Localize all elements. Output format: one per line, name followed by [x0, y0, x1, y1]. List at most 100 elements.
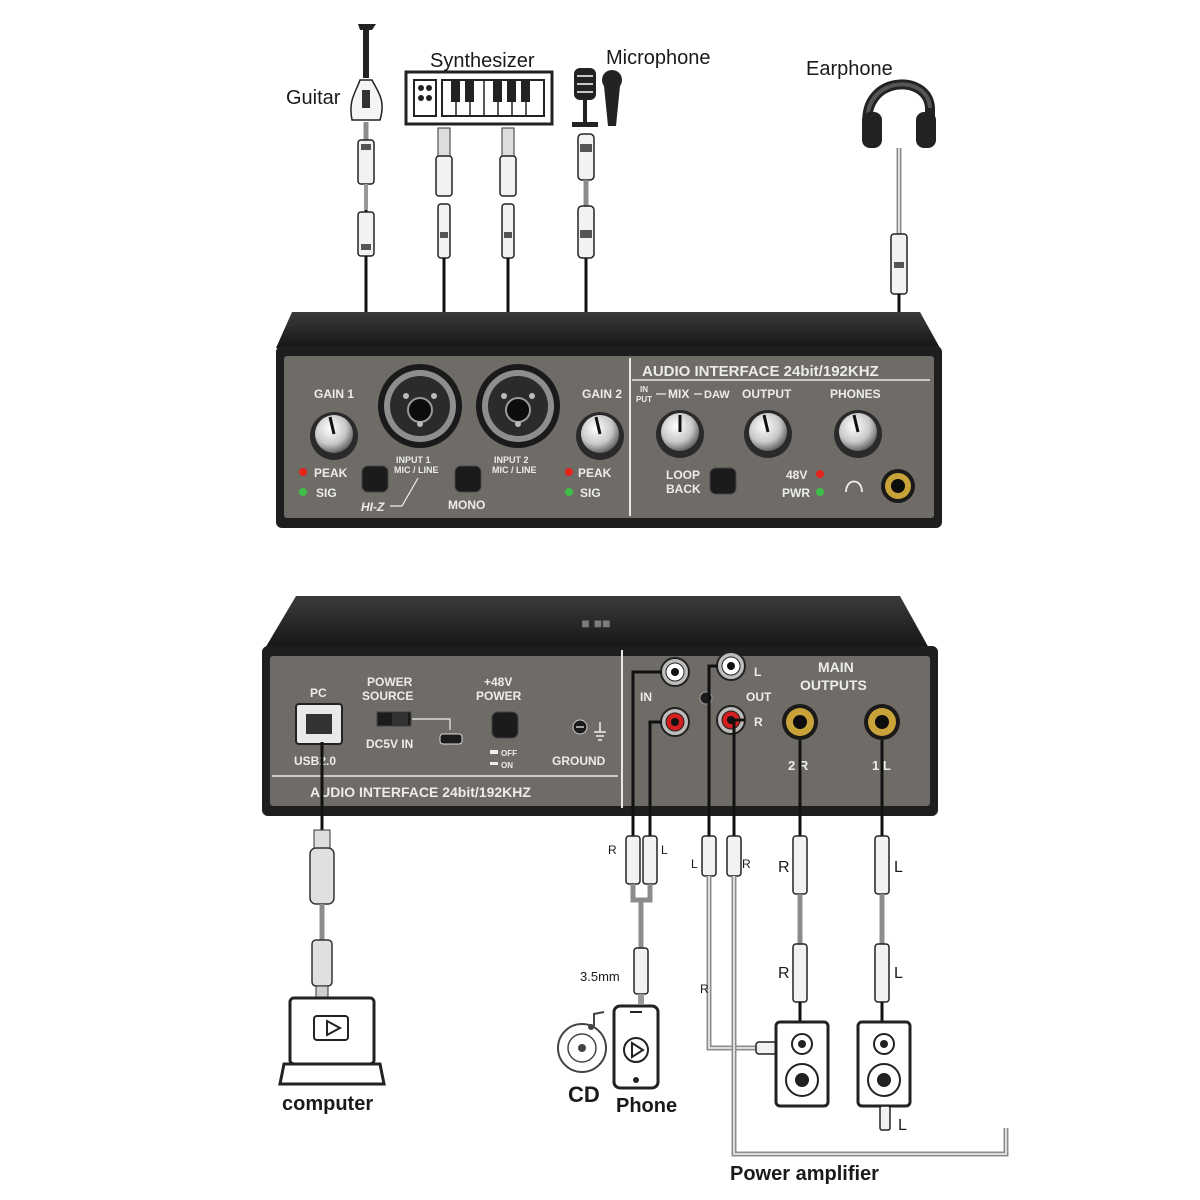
rca-out-l-tag: L [691, 857, 698, 871]
p48-label-a: +48V [484, 675, 512, 689]
speaker-right-icon [774, 1020, 830, 1108]
phone-icon [612, 1004, 660, 1090]
gain2-knob[interactable] [576, 412, 624, 460]
front-title: AUDIO INTERFACE 24bit/192KHZ [642, 363, 879, 380]
on-label: ON [501, 761, 513, 770]
off-indicator-icon [490, 750, 498, 754]
main-outputs-label-a: MAIN [818, 659, 854, 675]
usb-b-port[interactable] [295, 703, 343, 745]
rca-in-r-tag: R [608, 843, 617, 857]
ground-label: GROUND [552, 754, 606, 768]
rca-output-cable [701, 664, 1009, 1157]
microphone-icon [572, 68, 622, 127]
back-label: BACK [666, 482, 701, 496]
v48-led [816, 470, 824, 478]
synthesizer-label: Synthesizer [430, 50, 535, 72]
input2-combo-jack[interactable] [476, 364, 560, 448]
phones-label: PHONES [830, 387, 881, 401]
cd-icon [557, 1011, 607, 1073]
out-r-label: R [754, 715, 763, 729]
phone-label: Phone [616, 1095, 677, 1117]
p48-label-b: POWER [476, 689, 522, 703]
rca-in-l-jack[interactable] [660, 657, 690, 687]
cd-label: CD [568, 1082, 600, 1107]
main-out-r-cable [792, 740, 808, 1022]
on-indicator-icon [490, 762, 498, 765]
main-output-1l-jack[interactable] [864, 704, 900, 740]
guitar-label: Guitar [286, 87, 341, 109]
out2r-label: 2 R [788, 758, 809, 773]
peak-label-2: PEAK [578, 466, 612, 480]
pc-label: PC [310, 686, 327, 700]
main-l-tag-1: L [894, 859, 903, 876]
guitar-icon [350, 24, 383, 121]
out-l-label: L [754, 665, 761, 679]
mm35-tag: 3.5mm [580, 969, 620, 984]
hiz-button[interactable] [361, 465, 389, 493]
dc5v-label: DC5V IN [366, 737, 413, 751]
mono-label: MONO [448, 498, 485, 512]
rca-out-r-tag-2: R [700, 982, 709, 996]
main-out-l-cable [874, 740, 890, 1022]
power-source-label-a: POWER [367, 675, 413, 689]
sig-label-2: SIG [580, 486, 601, 500]
input1-label-a: INPUT 1 [396, 455, 431, 465]
in-put-label-a: IN [640, 385, 648, 394]
input1-combo-jack[interactable] [378, 364, 462, 448]
in-label: IN [640, 690, 652, 704]
micro-usb-port[interactable] [439, 733, 463, 745]
rca-out-r-tag: R [742, 857, 751, 871]
earphone-label: Earphone [806, 58, 893, 80]
phantom-power-button[interactable] [491, 711, 519, 739]
computer-label: computer [282, 1093, 373, 1115]
peak-led-1 [299, 468, 307, 476]
headphones-icon [862, 79, 936, 148]
usb-cable [309, 742, 335, 1001]
speaker-l-tag: L [898, 1117, 907, 1134]
gain1-label: GAIN 1 [314, 387, 354, 401]
rca-in-l-tag: L [661, 843, 668, 857]
mono-button[interactable] [454, 465, 482, 493]
headphone-glyph-icon [845, 480, 863, 493]
microphone-label: Microphone [606, 47, 711, 69]
sig-led-2 [565, 488, 573, 496]
v48-label: 48V [786, 468, 807, 482]
front-panel: AUDIO INTERFACE 24bit/192KHZ GAIN 1 PEAK… [276, 312, 942, 528]
pwr-label: PWR [782, 486, 810, 500]
loopback-button[interactable] [709, 467, 737, 495]
mix-label: MIX [668, 387, 689, 401]
out-label: OUT [746, 690, 772, 704]
main-outputs-label-b: OUTPUTS [800, 677, 867, 693]
main-l-tag-2: L [894, 965, 903, 982]
ground-screw[interactable] [572, 719, 588, 735]
pwr-led [816, 488, 824, 496]
input2-label-a: INPUT 2 [494, 455, 529, 465]
phones-jack[interactable] [881, 469, 915, 503]
synth-cable-right [499, 127, 520, 400]
input2-label-b: MIC / LINE [492, 465, 537, 475]
output-knob[interactable] [744, 410, 792, 458]
usb-label: USB2.0 [294, 754, 336, 768]
output-label: OUTPUT [742, 387, 792, 401]
gain2-label: GAIN 2 [582, 387, 622, 401]
speaker-left-plug [879, 1105, 891, 1131]
rca-input-cable [625, 670, 662, 1004]
logo-mark: ■ ■■ [581, 615, 610, 631]
off-label: OFF [501, 749, 517, 758]
rca-in-r-jack[interactable] [660, 707, 690, 737]
power-source-label-b: SOURCE [362, 689, 413, 703]
phones-knob[interactable] [834, 410, 882, 458]
rca-out-l-jack[interactable] [716, 651, 746, 681]
gain1-knob[interactable] [310, 412, 358, 460]
laptop-icon [278, 996, 386, 1086]
main-output-2r-jack[interactable] [782, 704, 818, 740]
mix-knob[interactable] [656, 410, 704, 458]
input1-label-b: MIC / LINE [394, 465, 439, 475]
power-amplifier-label: Power amplifier [730, 1163, 879, 1185]
speaker-left-icon [856, 1020, 912, 1108]
sig-led-1 [299, 488, 307, 496]
power-source-switch[interactable] [376, 711, 412, 727]
peak-led-2 [565, 468, 573, 476]
daw-label: DAW [704, 389, 730, 401]
rear-title: AUDIO INTERFACE 24bit/192KHZ [310, 784, 531, 800]
